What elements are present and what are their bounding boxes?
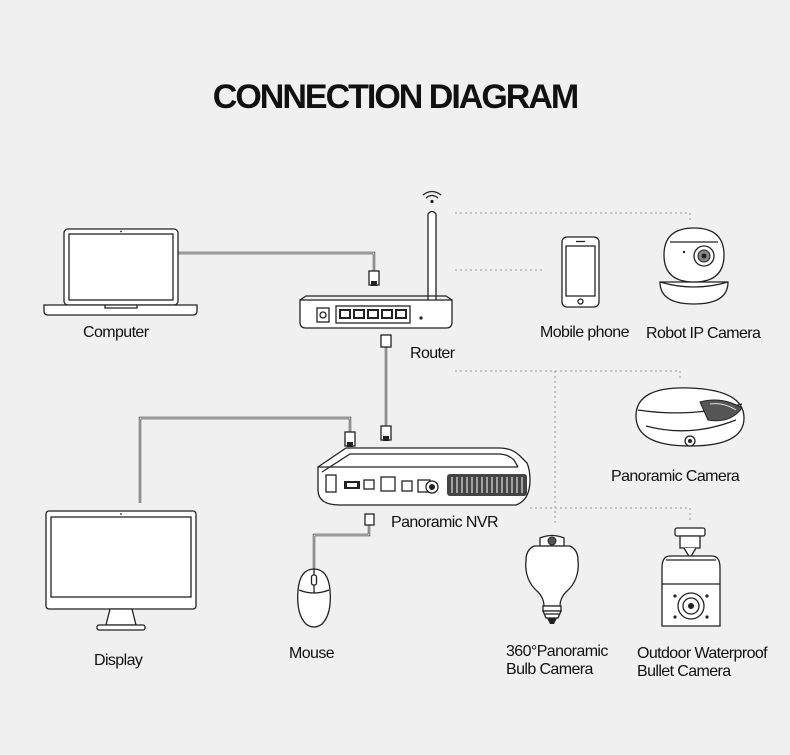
display-label: Display — [94, 652, 143, 669]
bulb-camera-label-line1: 360°Panoramic — [506, 643, 608, 660]
mobile-phone-icon — [561, 236, 600, 308]
router-icon — [299, 190, 453, 329]
nvr-label: Panoramic NVR — [391, 514, 499, 531]
cables — [138, 251, 392, 572]
robot-ip-camera-icon — [659, 227, 729, 305]
mouse-label: Mouse — [289, 645, 335, 662]
robot-camera-label: Robot IP Camera — [646, 325, 761, 342]
bulb-camera-label-line2: Bulb Camera — [506, 661, 593, 678]
router-label: Router — [410, 345, 455, 362]
nvr-icon — [317, 447, 531, 506]
mouse-icon — [297, 568, 331, 628]
wireless-links — [455, 212, 691, 525]
panoramic-camera-label: Panoramic Camera — [611, 468, 740, 485]
wifi-icon — [422, 190, 442, 204]
bullet-camera-label-line1: Outdoor Waterproof — [637, 645, 768, 662]
mobile-phone-label: Mobile phone — [540, 324, 629, 341]
computer-icon — [43, 228, 198, 316]
diagram-title: CONNECTION DIAGRAM — [212, 78, 579, 116]
bullet-camera-label-line2: Bullet Camera — [637, 663, 731, 680]
panoramic-camera-icon — [635, 387, 745, 447]
computer-label: Computer — [83, 324, 149, 341]
bulb-camera-icon — [525, 534, 579, 624]
bullet-camera-icon — [661, 527, 721, 627]
display-icon — [45, 510, 197, 631]
